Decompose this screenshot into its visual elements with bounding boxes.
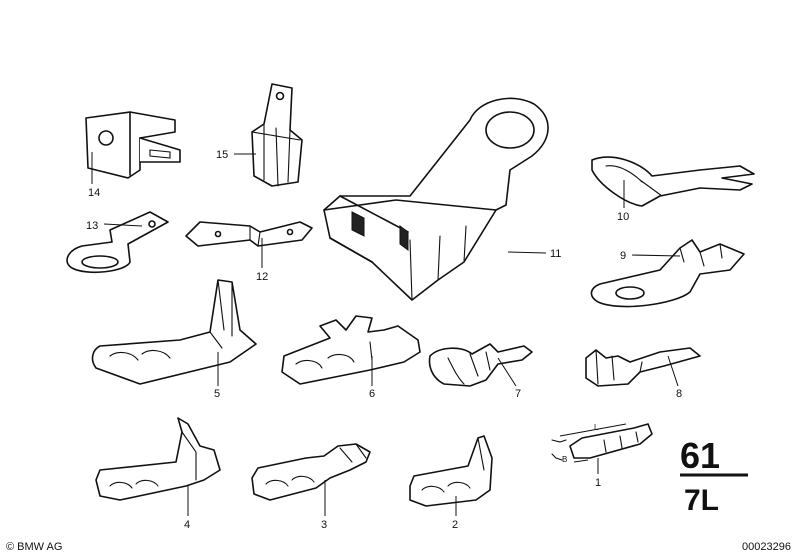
callout-6: 6 [369,388,375,400]
callout-9: 9 [620,250,626,262]
callout-8: 8 [676,388,682,400]
dimension-l-label: L [594,423,599,432]
part-15-upright-connector[interactable] [251,83,303,187]
part-4-angled-receptacle[interactable] [95,417,221,501]
callout-7: 7 [515,388,521,400]
section-code-block: 61 7L [680,435,748,517]
copyright-notice: © BMW AG [6,541,63,553]
part-11-ring-bridge-terminal[interactable] [323,97,549,301]
callout-5: 5 [214,388,220,400]
part-10-fork-terminal[interactable] [591,156,755,207]
callout-15: 15 [216,149,228,161]
part-7-crimp-connector[interactable] [428,343,533,387]
callout-1: 1 [595,477,601,489]
part-3-flat-receptacle[interactable] [251,443,371,501]
callout-12: 12 [256,271,268,283]
callout-11: 11 [550,248,561,260]
callout-2: 2 [452,519,458,531]
part-9-ring-crimp-terminal[interactable] [590,239,745,308]
callout-4: 4 [184,519,190,531]
group-code: 7L [684,484,719,517]
document-number: 00023296 [742,541,791,553]
part-8-crimp-tab[interactable] [585,347,701,387]
part-6-tube-crimp-connector[interactable] [281,315,421,385]
part-5-female-connector[interactable] [91,279,257,385]
part-13-ring-lug[interactable] [66,211,169,274]
callout-numbers: 14 15 13 12 11 10 9 5 6 7 8 4 3 2 1 [86,149,682,531]
callout-leaders [91,152,681,516]
callout-10: 10 [617,211,629,223]
dimension-b-label: B [562,455,567,464]
part-2-angled-receptacle[interactable] [409,435,493,507]
callout-13: 13 [86,220,98,232]
section-code: 61 [680,435,720,476]
part-12-offset-tab[interactable] [185,221,313,247]
callout-14: 14 [88,187,100,199]
part-1-insulated-receptacle[interactable] [551,423,653,463]
part-14-bracket-terminal[interactable] [85,111,181,179]
callout-3: 3 [321,519,327,531]
